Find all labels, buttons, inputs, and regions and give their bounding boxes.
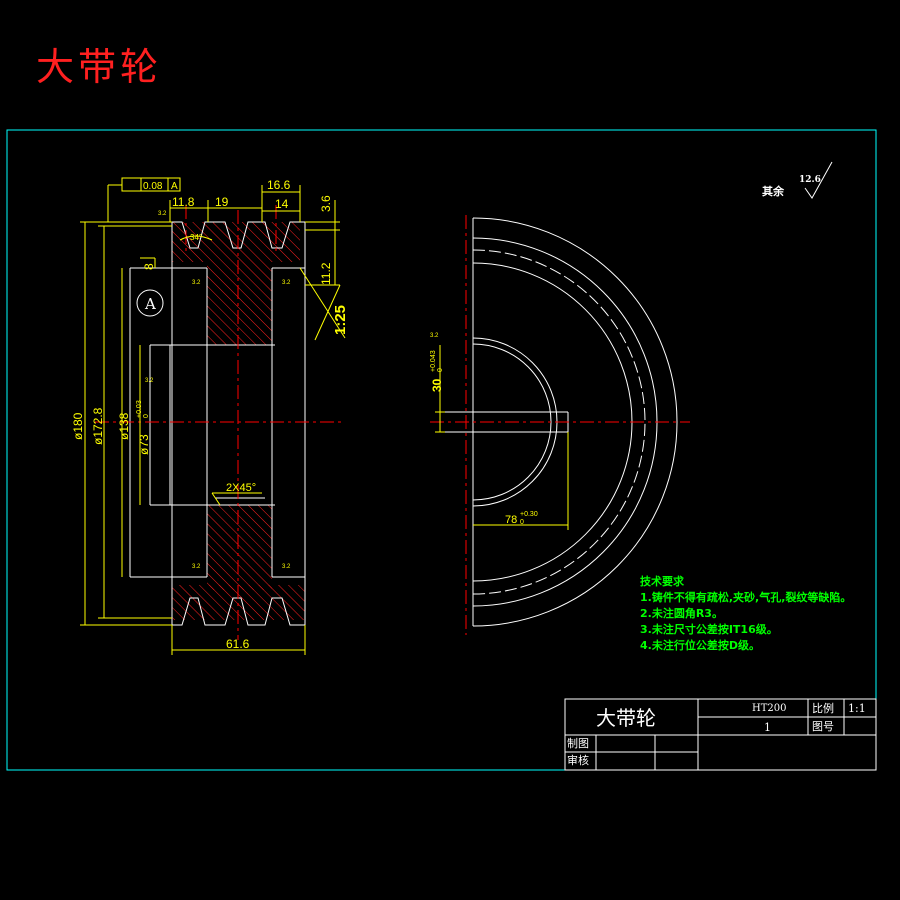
roughness-other-label: 其余 bbox=[762, 184, 785, 198]
datum-bubble-label: A bbox=[144, 295, 156, 313]
dim-taper: 1:25 bbox=[332, 305, 349, 335]
roughness-mark-4: 3.2 bbox=[145, 378, 154, 384]
dim-8: 8 bbox=[142, 263, 156, 270]
dim-11-8: 11.8 bbox=[172, 195, 195, 209]
dim-dia-180: ø180 bbox=[71, 412, 85, 440]
dim-dia-73-tol: +0.03 bbox=[136, 400, 143, 418]
tech-item-4: 4.未注行位公差按D级。 bbox=[640, 638, 760, 652]
title-block-drawn-by-label: 制图 bbox=[567, 737, 589, 750]
roughness-mark-5: 3.2 bbox=[192, 564, 201, 570]
dim-keyway-78: 78 bbox=[505, 514, 517, 526]
title-block-scale-value: 1:1 bbox=[848, 702, 866, 715]
title-block-scale-label: 比例 bbox=[812, 701, 834, 715]
dim-11-2: 11.2 bbox=[319, 262, 333, 285]
dim-16-6: 16.6 bbox=[267, 178, 291, 192]
datum-ref: A bbox=[171, 181, 178, 192]
title-block-material: HT200 bbox=[752, 703, 786, 714]
roughness-mark-1: 3.2 bbox=[158, 211, 167, 217]
section-view: A 0.08 A 11.8 19 16.6 14 3.6 11.2 8 1:25… bbox=[71, 177, 349, 655]
roughness-mark-7: 3.2 bbox=[430, 333, 439, 339]
hatch-upper-web bbox=[207, 262, 272, 345]
datum-tolerance: 0.08 bbox=[143, 181, 163, 192]
tech-requirements: 技术要求 1.铸件不得有疏松,夹砂,气孔,裂纹等缺陷。 2.未注圆角R3。 3.… bbox=[640, 574, 851, 652]
dim-chamfer: 2X45° bbox=[226, 482, 256, 494]
title-block-checked-by-label: 审核 bbox=[567, 753, 589, 767]
roughness-mark-2: 3.2 bbox=[192, 280, 201, 286]
drawing-title: 大带轮 bbox=[36, 45, 163, 89]
dim-dia-172-8: ø172.8 bbox=[91, 407, 105, 445]
hatch-upper-rim bbox=[172, 222, 300, 262]
hatch-lower-web bbox=[207, 505, 272, 590]
dim-34-deg: 34° bbox=[190, 233, 202, 242]
title-block-drawing-no-label: 图号 bbox=[812, 720, 834, 733]
dim-3-6: 3.6 bbox=[319, 195, 333, 212]
title-block: 大带轮 HT200 比例 1:1 1 图号 制图 审核 bbox=[564, 698, 877, 771]
hatch-lower-rim bbox=[172, 585, 305, 620]
dim-keyway-30-tol-low: 0 bbox=[437, 368, 444, 372]
dim-dia-73-tol-low: 0 bbox=[143, 414, 150, 418]
dim-keyway-30-tol: +0.043 bbox=[430, 350, 437, 372]
tech-item-1: 1.铸件不得有疏松,夹砂,气孔,裂纹等缺陷。 bbox=[640, 590, 851, 604]
roughness-marks: 3.2 3.2 3.2 3.2 3.2 3.2 bbox=[145, 211, 291, 570]
front-view: 30 +0.043 0 78 +0.30 0 3.2 bbox=[430, 215, 690, 635]
roughness-mark-6: 3.2 bbox=[282, 564, 291, 570]
dim-keyway-78-tol: +0.30 bbox=[520, 511, 538, 518]
tech-item-3: 3.未注尺寸公差按IT16级。 bbox=[640, 622, 778, 636]
dim-dia-73: ø73 bbox=[137, 434, 151, 455]
roughness-value: 12.6 bbox=[799, 175, 821, 185]
tech-heading: 技术要求 bbox=[640, 574, 685, 588]
title-block-quantity: 1 bbox=[764, 721, 771, 734]
dim-keyway-30: 30 bbox=[430, 378, 444, 392]
dim-19: 19 bbox=[215, 195, 229, 209]
dim-keyway-78-tol-low: 0 bbox=[520, 519, 524, 526]
drawing-frame bbox=[6, 129, 877, 771]
general-roughness: 12.6 其余 bbox=[762, 161, 833, 199]
tech-item-2: 2.未注圆角R3。 bbox=[640, 606, 723, 620]
roughness-mark-3: 3.2 bbox=[282, 280, 291, 286]
dim-61-6: 61.6 bbox=[226, 637, 250, 651]
datum-bubble bbox=[136, 289, 164, 317]
title-block-part-name: 大带轮 bbox=[596, 706, 656, 730]
dim-dia-138: ø138 bbox=[117, 412, 131, 440]
dim-14: 14 bbox=[275, 197, 289, 211]
